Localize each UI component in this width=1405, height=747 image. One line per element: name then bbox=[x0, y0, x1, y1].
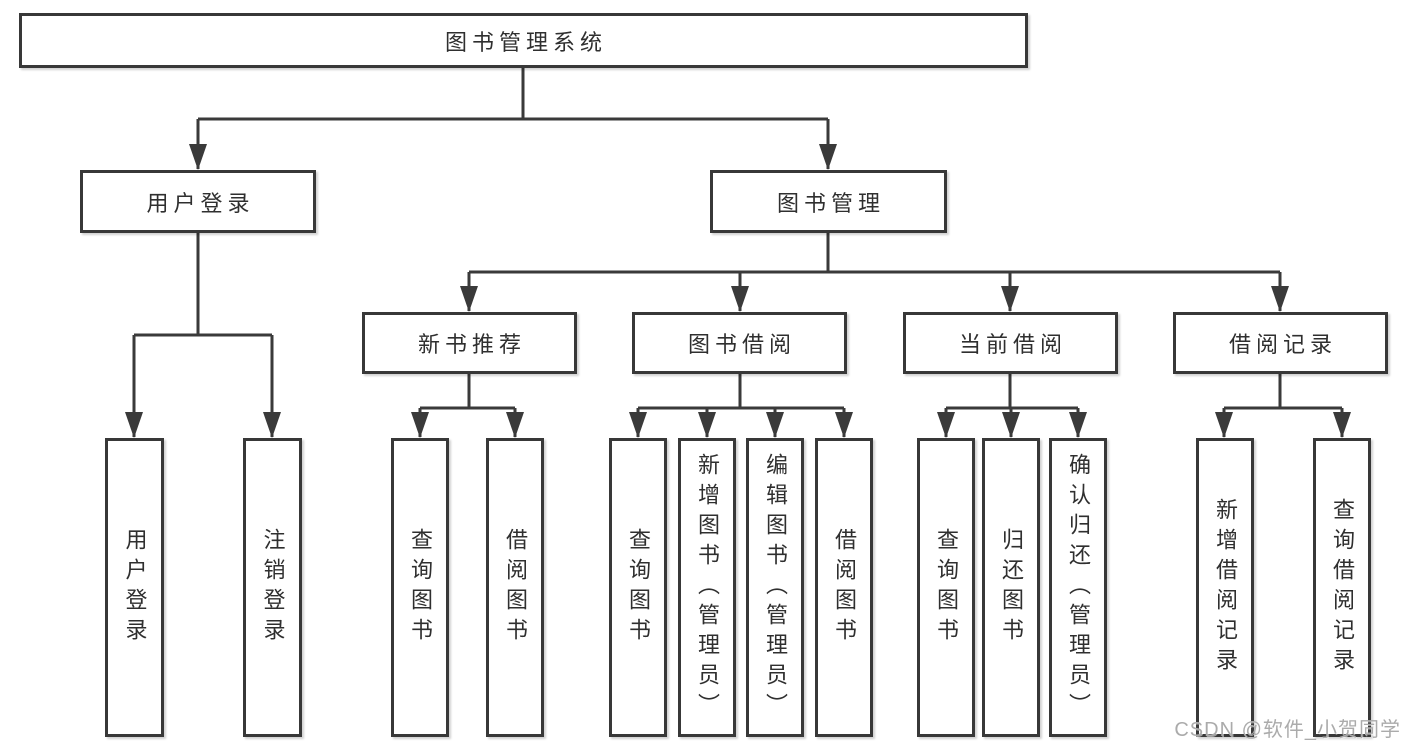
leaf-query-books-current: 查询图书 bbox=[917, 438, 975, 737]
node-book-management: 图书管理 bbox=[710, 170, 947, 233]
leaf-borrow-books-borrow: 借阅图书 bbox=[815, 438, 873, 737]
leaf-add-book-admin: 新增图书（管理员） bbox=[678, 438, 736, 737]
node-book-borrowing: 图书借阅 bbox=[632, 312, 847, 374]
connector-arrows bbox=[125, 119, 1351, 438]
leaf-return-book: 归还图书 bbox=[982, 438, 1040, 737]
leaf-confirm-return-admin: 确认归还（管理员） bbox=[1049, 438, 1107, 737]
csdn-watermark: CSDN @软件_小贺同学 bbox=[1174, 719, 1401, 741]
leaf-query-books-recommend: 查询图书 bbox=[391, 438, 449, 737]
leaf-query-borrow-record: 查询借阅记录 bbox=[1313, 438, 1371, 737]
leaf-borrow-books-recommend: 借阅图书 bbox=[486, 438, 544, 737]
node-user-login: 用户登录 bbox=[80, 170, 316, 233]
node-borrowing-records: 借阅记录 bbox=[1173, 312, 1388, 374]
node-new-book-recommend: 新书推荐 bbox=[362, 312, 577, 374]
node-library-management-system: 图书管理系统 bbox=[19, 13, 1028, 68]
node-current-borrowing: 当前借阅 bbox=[903, 312, 1118, 374]
leaf-query-books-borrow: 查询图书 bbox=[609, 438, 667, 737]
connector-trunks bbox=[134, 68, 1342, 410]
leaf-logout-login: 注销登录 bbox=[243, 438, 302, 737]
leaf-user-login: 用户登录 bbox=[105, 438, 164, 737]
leaf-edit-book-admin: 编辑图书（管理员） bbox=[746, 438, 804, 737]
leaf-add-borrow-record: 新增借阅记录 bbox=[1196, 438, 1254, 737]
